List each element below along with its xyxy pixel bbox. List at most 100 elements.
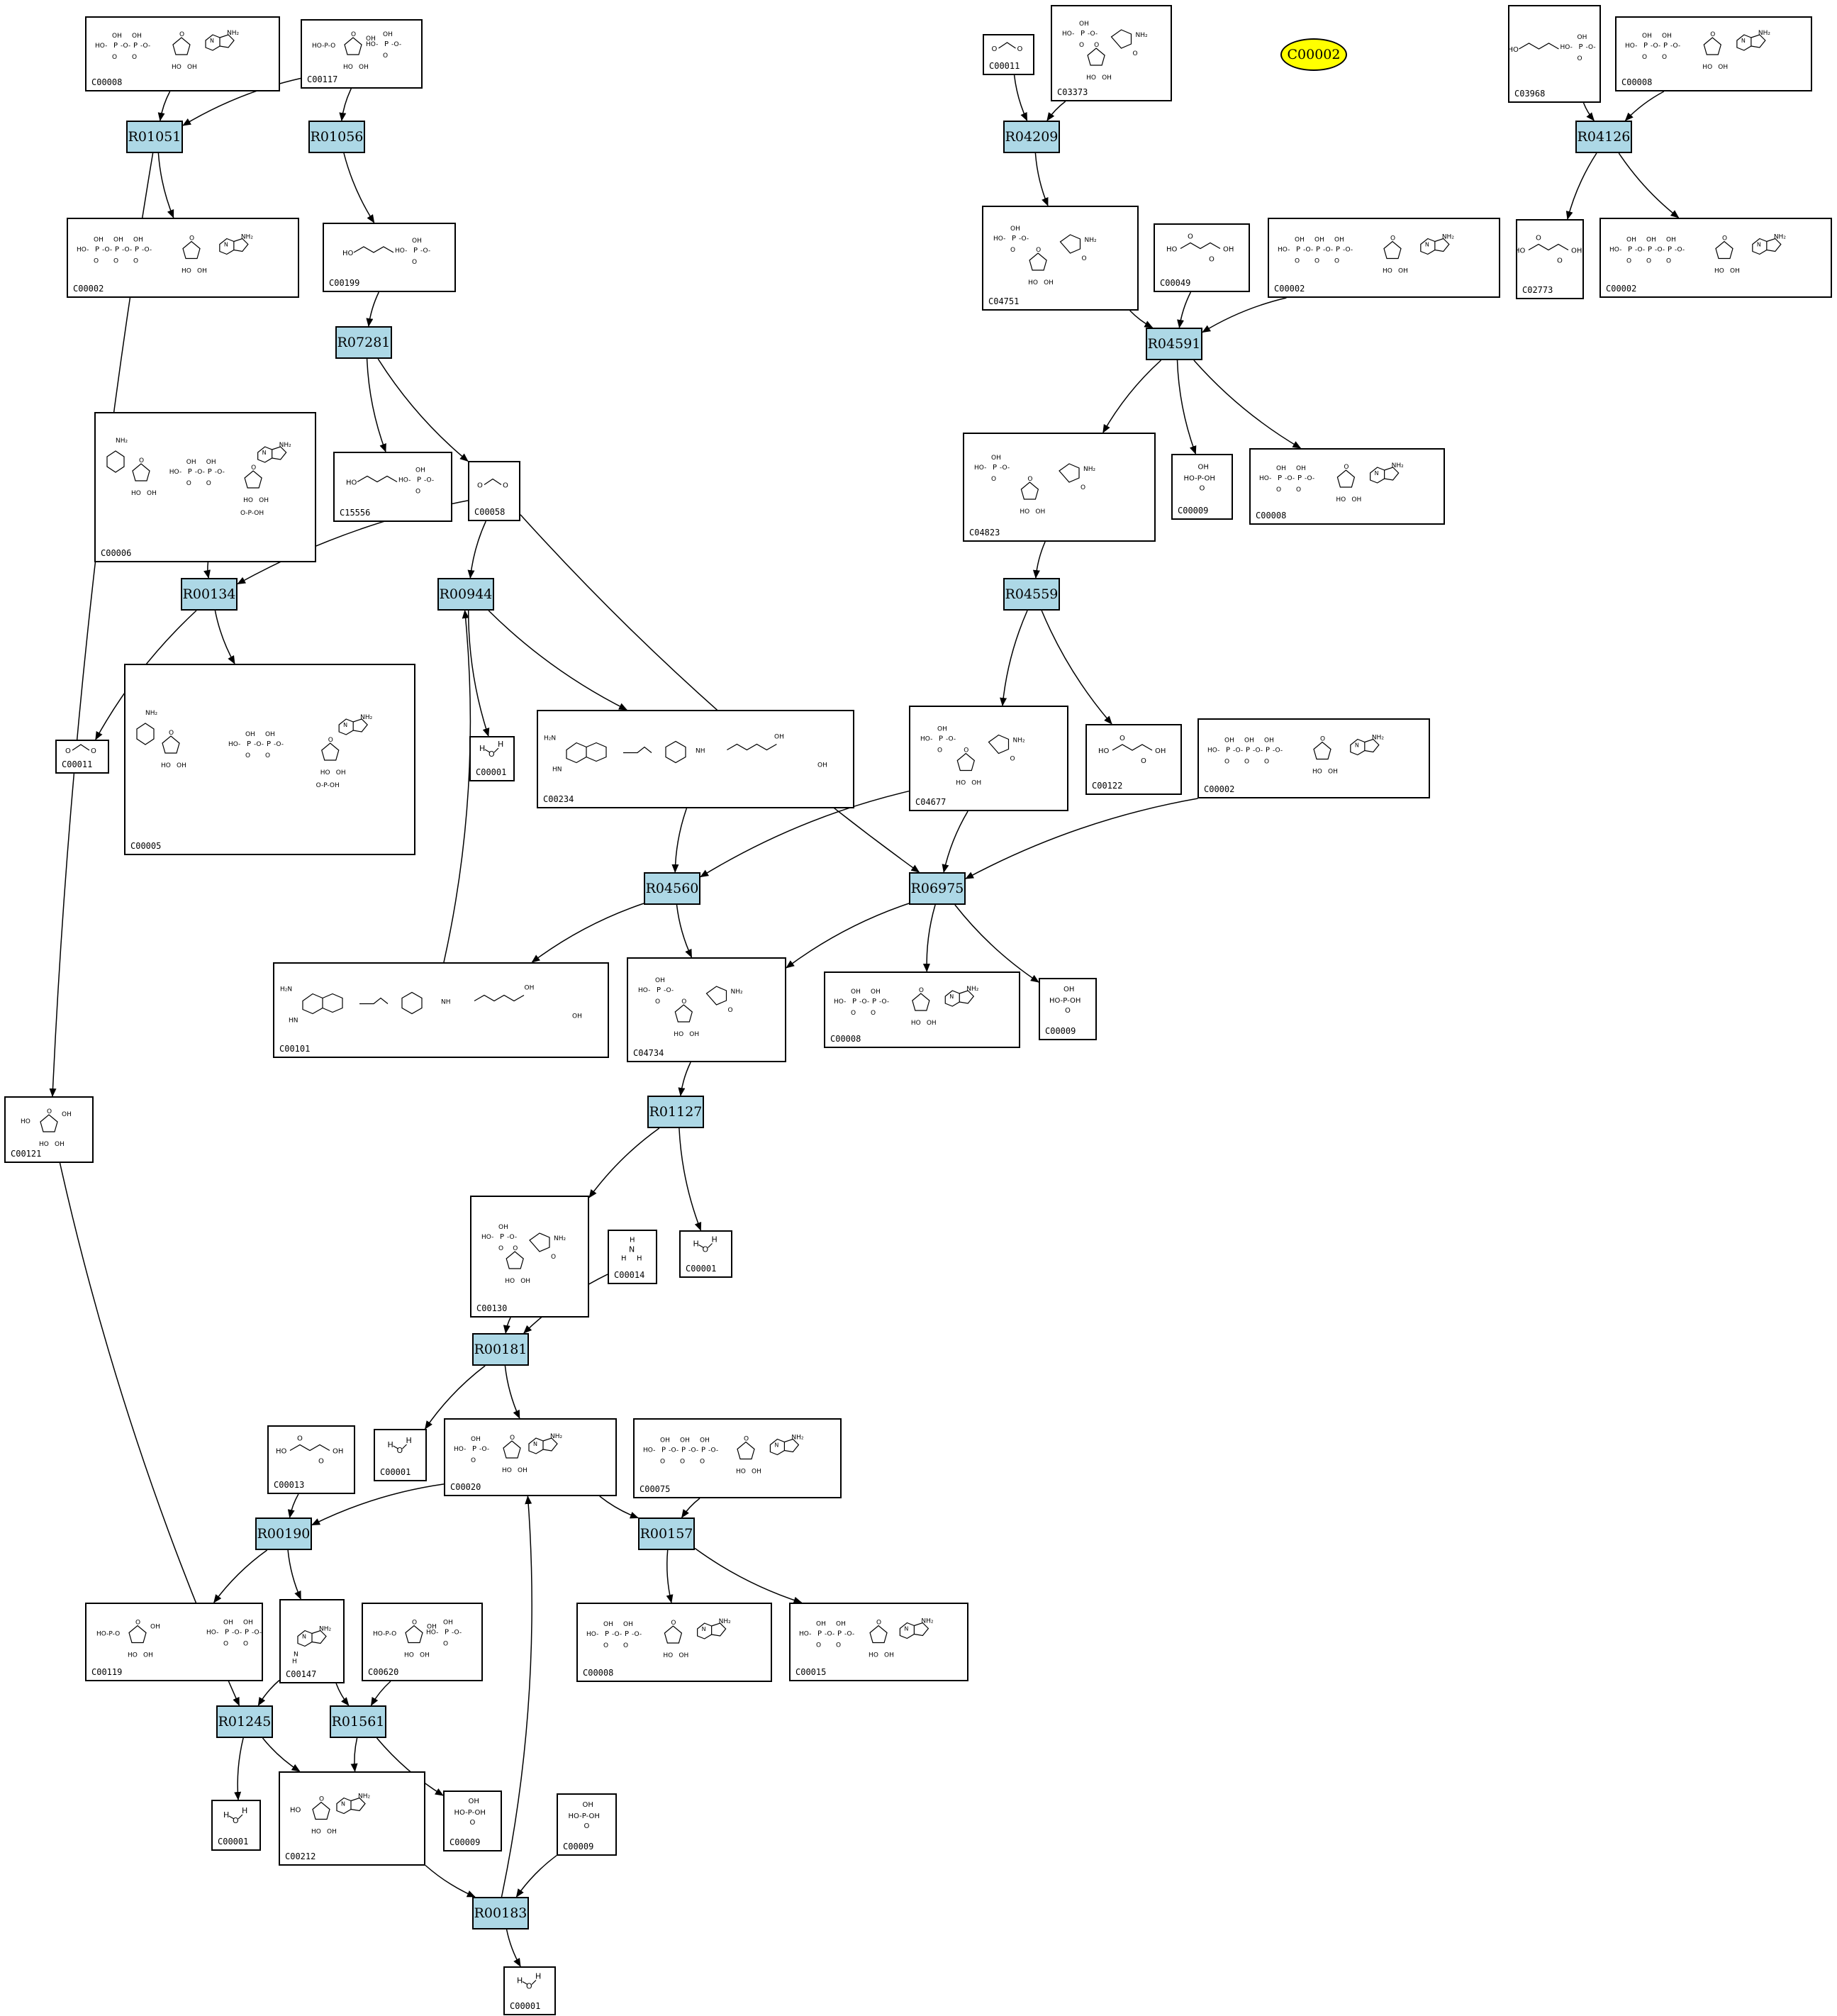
svg-text:O: O [328, 737, 333, 744]
svg-text:P: P [417, 477, 421, 484]
reaction-r07281[interactable]: R07281 [335, 326, 392, 359]
edge-c00009d-to-R00183 [515, 1855, 557, 1898]
reaction-r06975[interactable]: R06975 [909, 872, 966, 905]
svg-text:P: P [95, 246, 99, 254]
reaction-r01561[interactable]: R01561 [330, 1705, 386, 1738]
svg-text:HO: HO [342, 250, 354, 257]
reaction-r00181[interactable]: R00181 [472, 1333, 529, 1366]
svg-text:O: O [1141, 757, 1146, 765]
svg-text:-O-: -O- [254, 741, 264, 748]
svg-text:O: O [112, 54, 117, 61]
reaction-r04560[interactable]: R04560 [644, 872, 700, 905]
svg-text:O: O [179, 31, 184, 38]
svg-text:NH₂: NH₂ [791, 1435, 804, 1442]
edge-c03968-to-R04126 [1582, 102, 1595, 121]
svg-text:HO: HO [1517, 247, 1526, 255]
reaction-r04209[interactable]: R04209 [1003, 121, 1060, 153]
svg-text:NH₂: NH₂ [360, 714, 373, 721]
svg-text:O: O [660, 1459, 665, 1466]
svg-text:O: O [318, 1458, 324, 1466]
reaction-r01051[interactable]: R01051 [126, 121, 183, 153]
compound-c02773[interactable]: HOOHOOC02773 [1516, 219, 1584, 299]
svg-text:O: O [223, 1641, 228, 1648]
structure-drawing: HOH [479, 740, 503, 759]
reaction-r00944[interactable]: R00944 [437, 578, 494, 611]
reaction-r00190[interactable]: R00190 [255, 1517, 312, 1550]
reaction-label: R04591 [1147, 336, 1201, 352]
svg-text:HO: HO [128, 1652, 138, 1659]
reaction-label: R06975 [910, 881, 964, 896]
reaction-r01245[interactable]: R01245 [216, 1705, 273, 1738]
reaction-r01127[interactable]: R01127 [647, 1096, 704, 1128]
reaction-r00157[interactable]: R00157 [638, 1517, 695, 1550]
svg-text:N: N [629, 1245, 635, 1254]
reaction-r04126[interactable]: R04126 [1575, 121, 1632, 153]
reaction-r04591[interactable]: R04591 [1146, 328, 1202, 360]
highlighted-compound-c00002[interactable]: C00002 [1280, 38, 1347, 71]
reaction-r00134[interactable]: R00134 [181, 578, 238, 611]
svg-text:OH: OH [327, 1829, 337, 1836]
svg-text:OH: OH [359, 64, 369, 71]
svg-text:P: P [135, 246, 139, 254]
svg-text:O: O [681, 998, 686, 1006]
reaction-r04559[interactable]: R04559 [1003, 578, 1060, 611]
reaction-r00183[interactable]: R00183 [472, 1897, 529, 1929]
svg-text:P: P [384, 40, 389, 48]
svg-text:N: N [302, 1634, 306, 1640]
svg-text:OH: OH [333, 1448, 343, 1456]
svg-text:-O-: -O- [946, 736, 956, 743]
reaction-r01056[interactable]: R01056 [308, 121, 365, 153]
